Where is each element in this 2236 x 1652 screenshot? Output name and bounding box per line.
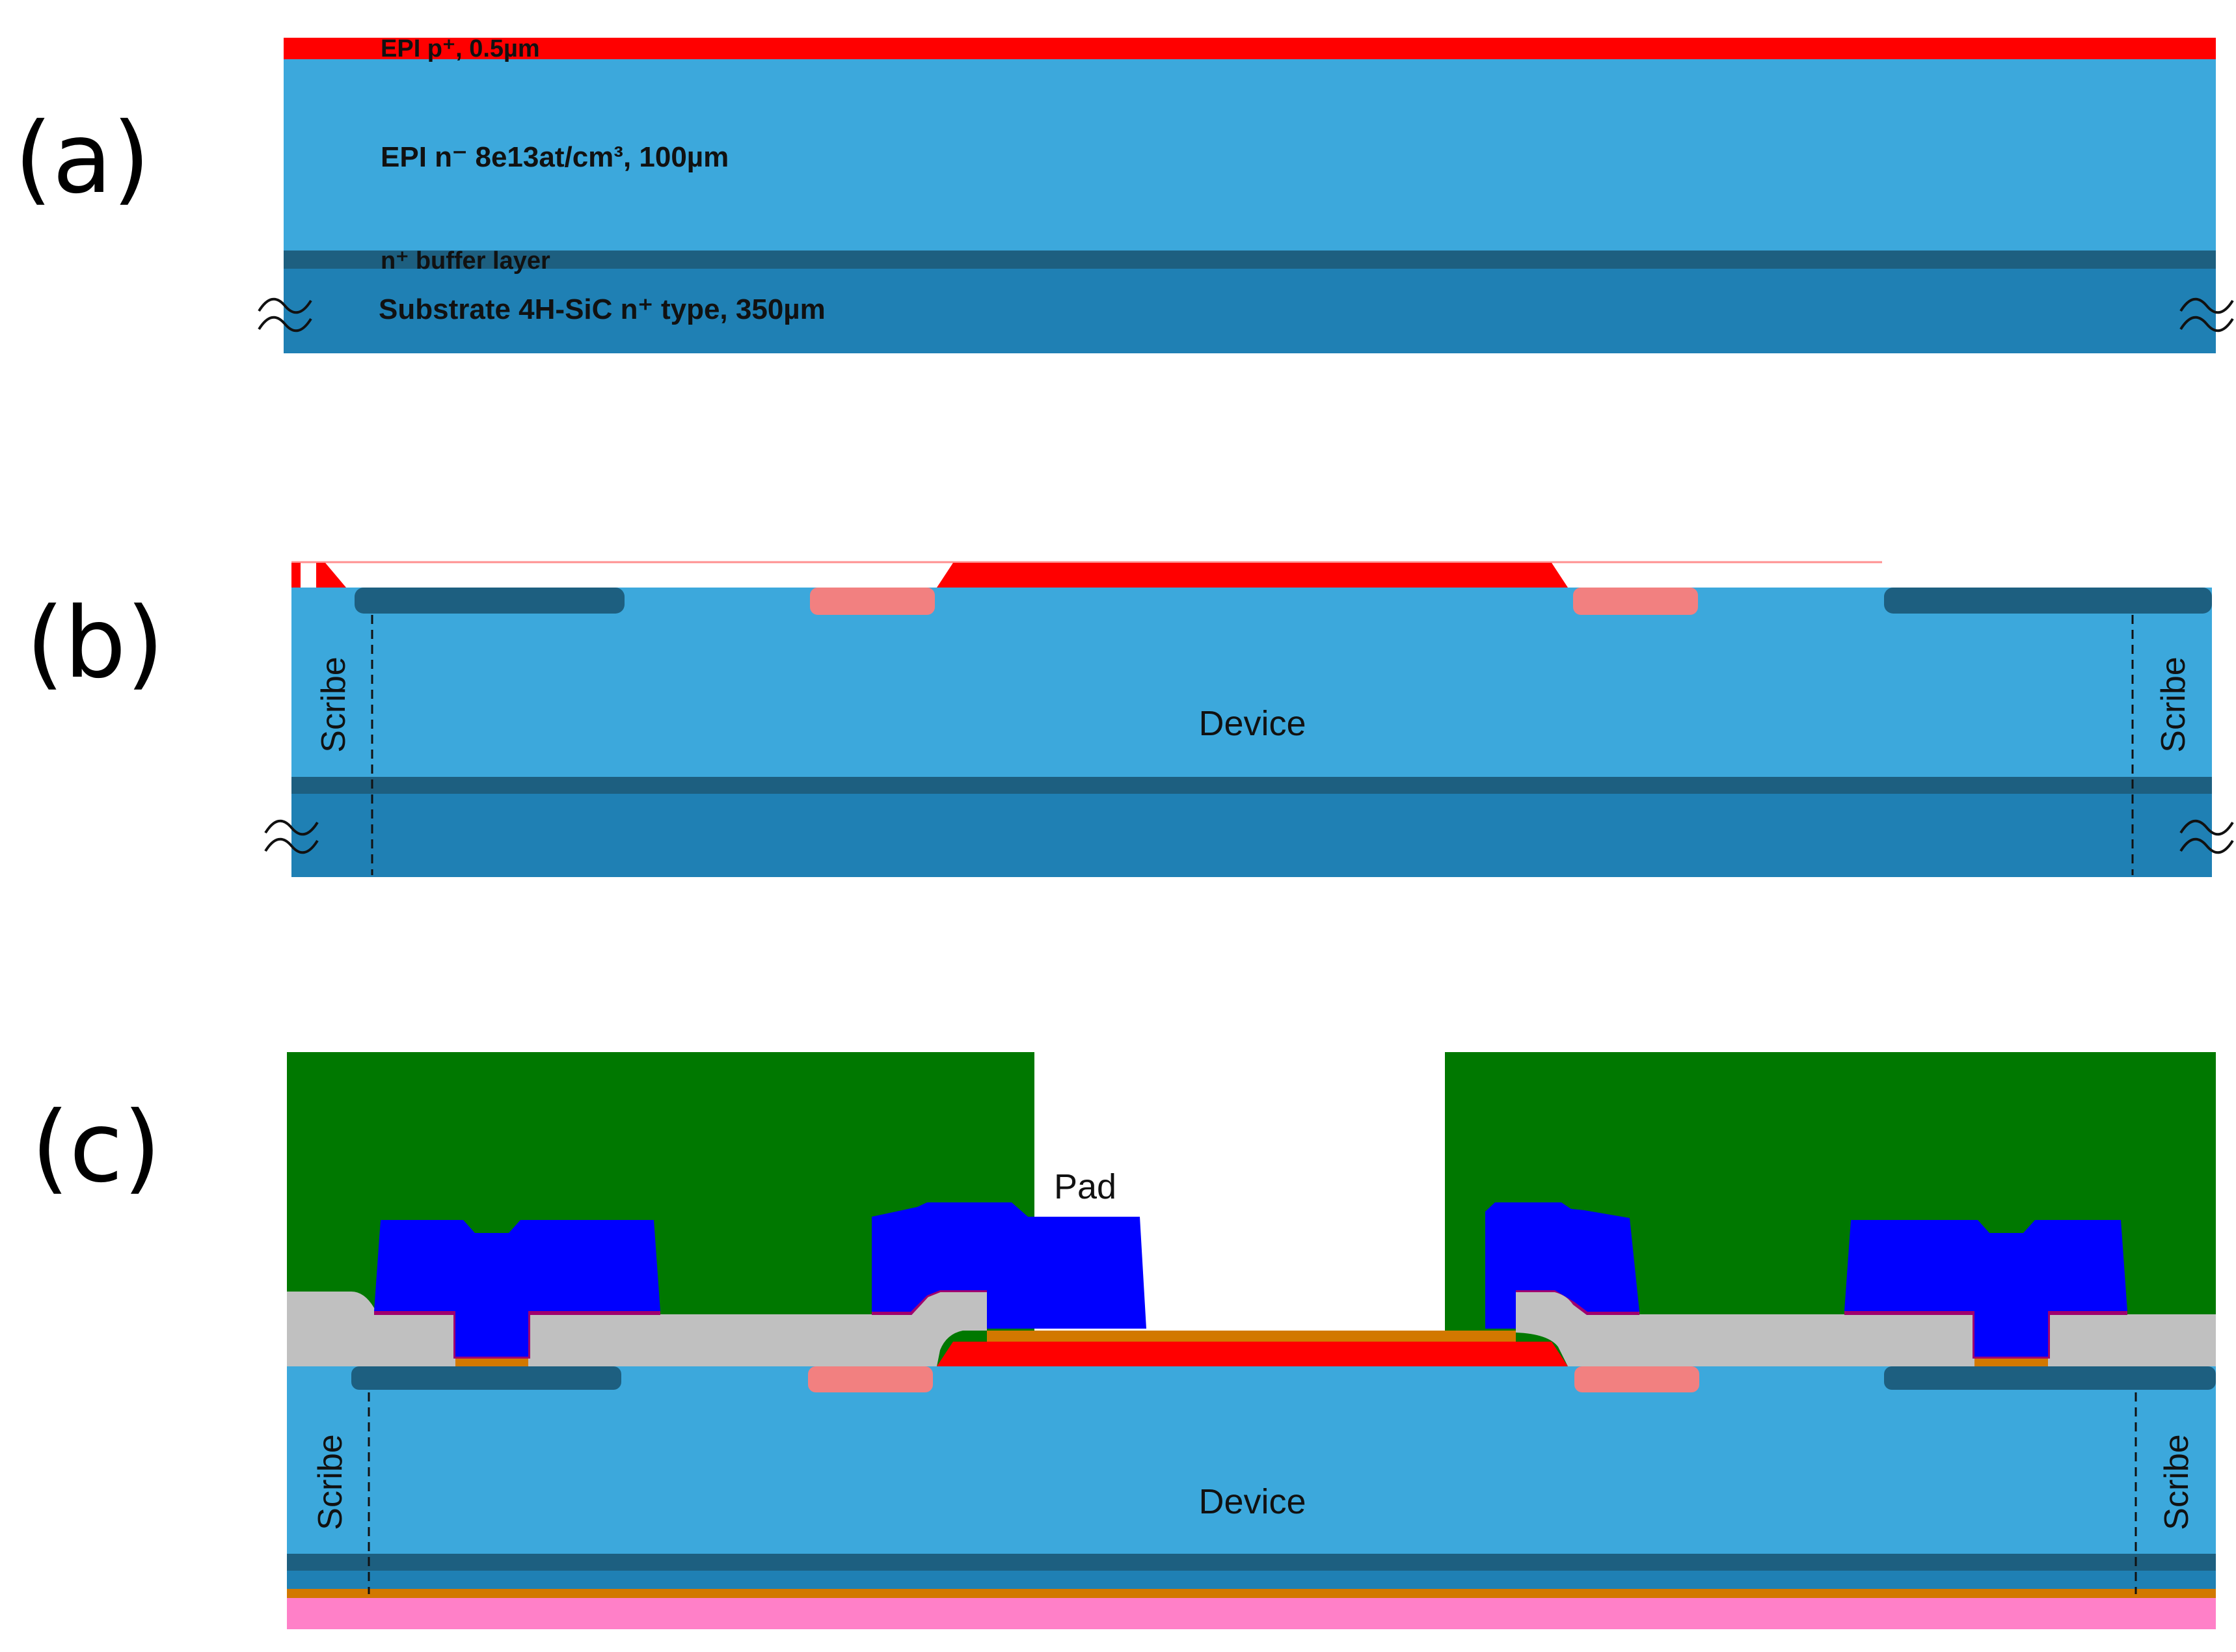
substrate-label: Substrate 4H-SiC n⁺ type, 350µm: [379, 293, 826, 325]
scribe-label-left: Scribe: [315, 657, 353, 752]
junction-termination-left: [351, 1366, 621, 1390]
implant-left: [808, 1366, 933, 1392]
metal-right: [1844, 1220, 2127, 1357]
oxide-middle-right: [1516, 1292, 1974, 1366]
contact-right: [1974, 1357, 2048, 1366]
epi-p-label: EPI p⁺, 0.5µm: [381, 35, 540, 62]
break-mark-left: [258, 297, 312, 332]
buffer-label: n⁺ buffer layer: [381, 247, 550, 275]
panel-b: (b) Device Scribe Scribe: [26, 561, 2234, 877]
device-label: Device: [1198, 1482, 1306, 1521]
epi-p-layer: [284, 38, 2216, 59]
panel-c-label: (c): [31, 1091, 161, 1204]
break-mark-right: [2179, 819, 2234, 854]
edge-p-stub-slope: [316, 563, 346, 588]
scribe-label-right: Scribe: [2155, 657, 2192, 752]
panel-a: (a) EPI p⁺, 0.5µm EPI n⁻ 8e13at/cm³, 100…: [14, 35, 2234, 353]
pad-label: Pad: [1054, 1167, 1116, 1206]
epi-p-mesa: [937, 563, 1568, 588]
junction-termination-right: [1884, 588, 2212, 614]
substrate-layer: [284, 269, 2216, 353]
break-mark-left: [264, 819, 319, 854]
scribe-label-right: Scribe: [2158, 1434, 2196, 1530]
buffer-layer: [287, 1554, 2216, 1571]
break-mark-right: [2179, 297, 2234, 332]
scribe-label-left: Scribe: [312, 1434, 349, 1530]
metal-left: [374, 1220, 660, 1357]
contact-center: [987, 1331, 1516, 1342]
panel-c: (c): [31, 1052, 2216, 1629]
backside-contact: [287, 1589, 2216, 1598]
metal-mid-right: [1485, 1202, 1639, 1329]
buffer-layer: [291, 777, 2212, 794]
epi-p-mesa: [937, 1342, 1568, 1366]
edge-p-stub: [291, 563, 301, 588]
oxide-right: [2048, 1314, 2216, 1366]
epi-n-layer: [291, 588, 2212, 779]
metal-mid-left: [872, 1202, 1146, 1329]
epi-n-label: EPI n⁻ 8e13at/cm³, 100µm: [381, 141, 729, 173]
substrate-layer: [287, 1571, 2216, 1589]
implant-left: [810, 588, 935, 615]
junction-termination-left: [355, 588, 625, 614]
epi-n-layer: [284, 57, 2216, 252]
epi-n-layer: [287, 1366, 2216, 1555]
junction-termination-right: [1884, 1366, 2216, 1390]
implant-right: [1573, 588, 1698, 615]
contact-left: [455, 1357, 528, 1366]
buffer-layer: [284, 251, 2216, 269]
backside-metal: [287, 1598, 2216, 1629]
panel-a-label: (a): [14, 102, 150, 215]
panel-b-label: (b): [26, 587, 164, 700]
substrate-layer: [291, 794, 2212, 877]
oxide-left: [287, 1292, 455, 1366]
implant-right: [1574, 1366, 1699, 1392]
device-label: Device: [1198, 704, 1306, 743]
oxide-middle-left: [528, 1292, 987, 1366]
